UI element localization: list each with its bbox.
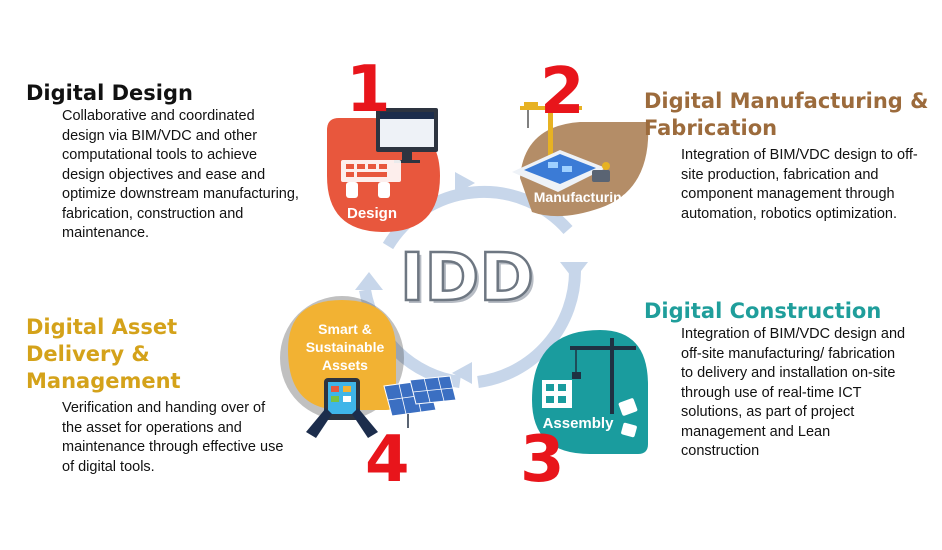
cycle-arc-right	[477, 269, 582, 388]
digital-manufacturing-block: Digital Manufacturing & Fabrication Inte…	[644, 88, 934, 224]
modular-building-icon	[542, 380, 572, 408]
assets-badge: Smart & Sustainable Assets	[280, 296, 457, 438]
tablet-icon	[324, 378, 360, 420]
stage-number-1: 1	[346, 53, 391, 127]
manufacturing-badge-label: Manufacturing	[534, 189, 630, 205]
crane-icon	[520, 102, 582, 168]
assets-badge-label-line-2: Sustainable	[306, 339, 385, 355]
design-badge: Design	[327, 108, 440, 232]
assembly-badge: Assembly	[532, 330, 648, 454]
cycle-arrow-4-to-1	[355, 272, 383, 290]
digital-manufacturing-title: Digital Manufacturing & Fabrication	[644, 89, 929, 140]
computer-monitor-icon	[376, 108, 438, 163]
digital-construction-title: Digital Construction	[644, 299, 882, 323]
manufacturing-badge: Manufacturing	[512, 102, 649, 217]
digital-design-title: Digital Design	[26, 81, 193, 105]
digital-construction-block: Digital Construction Integration of BIM/…	[644, 298, 934, 462]
center-label: IDD	[400, 239, 534, 316]
design-badge-label: Design	[347, 205, 397, 222]
stage-number-4: 4	[365, 423, 410, 497]
cycle-arrow-1-to-2	[455, 172, 475, 194]
stage-number-3: 3	[520, 423, 565, 497]
assembly-badge-shape	[532, 330, 648, 454]
assets-badge-shape	[288, 300, 396, 410]
cycle-arrow-2-to-3	[560, 262, 588, 280]
cycle-arrow-3-to-4	[452, 362, 472, 384]
digital-design-block: Digital Design Collaborative and coordin…	[26, 80, 316, 244]
digital-asset-block: Digital Asset Delivery & Management Veri…	[26, 314, 316, 477]
digital-asset-title: Digital Asset Delivery & Management	[26, 315, 181, 393]
digital-asset-description: Verification and handing over of the ass…	[62, 400, 284, 475]
assembly-badge-label: Assembly	[543, 415, 615, 432]
factory-floor-icon	[512, 150, 606, 192]
assets-badge-label-line-1: Smart &	[318, 321, 372, 337]
puzzle-pieces-icon	[618, 398, 638, 438]
digital-design-description: Collaborative and coordinated design via…	[62, 108, 299, 241]
digital-construction-description: Integration of BIM/VDC design and off-si…	[681, 326, 906, 459]
solar-panel-icon	[383, 375, 457, 428]
center-label-shadow: IDD	[403, 242, 537, 319]
assets-badge-label-line-3: Assets	[322, 357, 368, 373]
tower-crane-icon	[570, 338, 636, 414]
hands-icon	[346, 182, 390, 198]
keyboard-icon	[341, 160, 401, 182]
robot-arm-icon	[592, 162, 610, 182]
digital-manufacturing-description: Integration of BIM/VDC design to off-sit…	[681, 147, 918, 222]
hands-holding-tablet-icon	[306, 408, 378, 438]
stage-number-2: 2	[540, 55, 585, 129]
